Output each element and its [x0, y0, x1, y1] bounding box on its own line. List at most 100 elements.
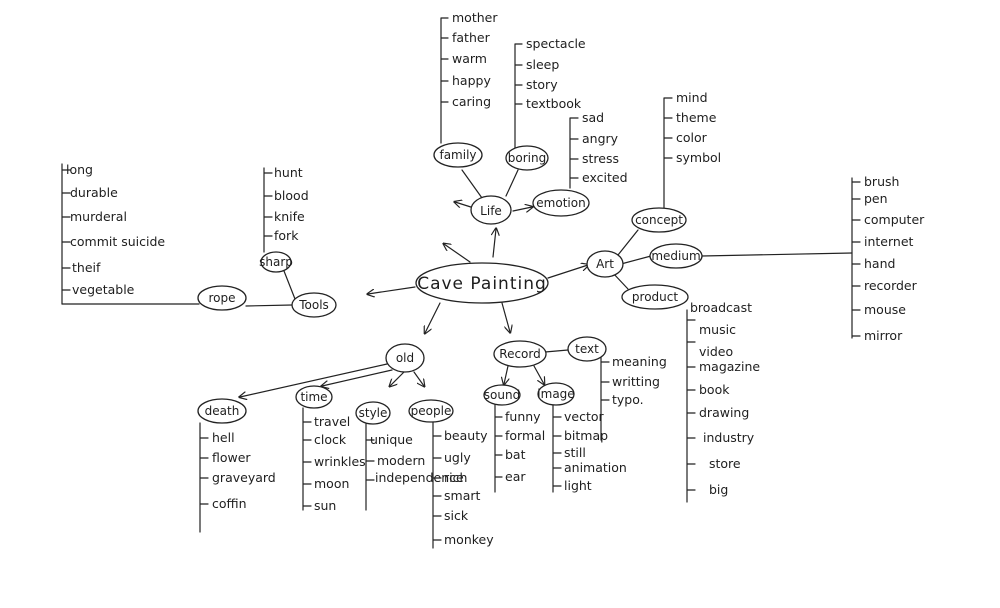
list-item: hell: [212, 430, 235, 445]
svg-text:family: family: [439, 148, 476, 162]
center-connectors: [368, 229, 588, 333]
list-item: stress: [582, 151, 619, 166]
list-item: theif: [72, 260, 101, 275]
list-item: video: [699, 344, 733, 359]
list-item: computer: [864, 212, 925, 227]
list-item: theme: [676, 110, 717, 125]
list-item: durable: [70, 185, 118, 200]
list-item: ear: [505, 469, 526, 484]
svg-text:time: time: [300, 390, 327, 404]
list-item: clock: [314, 432, 347, 447]
list-item: wrinkles: [314, 454, 366, 469]
svg-text:product: product: [632, 290, 678, 304]
list-item: rich: [444, 470, 467, 485]
list-item: color: [676, 130, 708, 145]
rope-list: long durable murderal commit suicide the…: [66, 162, 165, 297]
list-item: symbol: [676, 150, 721, 165]
list-item: happy: [452, 73, 491, 88]
style-list: unique modern independence: [370, 432, 464, 485]
list-item: smart: [444, 488, 480, 503]
node-family: family: [433, 142, 483, 168]
node-tools: Tools: [291, 292, 337, 318]
sound-list: funny formal bat ear: [505, 409, 545, 484]
svg-text:Record: Record: [499, 347, 540, 361]
svg-text:sharp: sharp: [259, 255, 293, 269]
list-item: drawing: [699, 405, 749, 420]
time-list: travel clock wrinkles moon sun: [314, 414, 366, 513]
life-connectors: [440, 17, 579, 211]
text-list: meaning writting typo.: [612, 354, 667, 407]
list-item: hand: [864, 256, 895, 271]
svg-text:image: image: [537, 387, 574, 401]
node-death: death: [197, 398, 247, 424]
list-item: bitmap: [564, 428, 608, 443]
node-life: Life: [470, 195, 512, 225]
list-item: internet: [864, 234, 914, 249]
list-item: moon: [314, 476, 349, 491]
boring-list: spectacle sleep story textbook: [526, 36, 586, 111]
people-list: beauty ugly rich smart sick monkey: [444, 428, 494, 547]
list-item: mind: [676, 90, 708, 105]
list-item: fork: [274, 228, 299, 243]
list-item: flower: [212, 450, 251, 465]
list-item: story: [526, 77, 558, 92]
list-item: pen: [864, 191, 888, 206]
node-rope: rope: [197, 285, 247, 311]
list-item: independence: [375, 470, 464, 485]
list-item: industry: [703, 430, 755, 445]
tools-connectors: [61, 163, 296, 307]
list-item: sad: [582, 110, 604, 125]
list-item: father: [452, 30, 491, 45]
family-list: mother father warm happy caring: [452, 10, 498, 109]
list-item: caring: [452, 94, 491, 109]
list-item: store: [709, 456, 741, 471]
list-item: magazine: [699, 359, 760, 374]
node-art: Art: [586, 250, 624, 278]
list-item: formal: [505, 428, 545, 443]
list-item: excited: [582, 170, 628, 185]
list-item: murderal: [70, 209, 127, 224]
svg-text:medium: medium: [651, 249, 700, 263]
svg-text:Life: Life: [480, 204, 502, 218]
list-item: still: [564, 445, 586, 460]
list-item: coffin: [212, 496, 247, 511]
node-text: text: [567, 336, 607, 362]
svg-text:text: text: [575, 342, 599, 356]
node-emotion: emotion: [532, 189, 590, 217]
svg-text:Tools: Tools: [298, 298, 329, 312]
node-product: product: [621, 284, 689, 310]
list-item: sleep: [526, 57, 559, 72]
list-item: big: [709, 482, 728, 497]
list-item: vector: [564, 409, 605, 424]
list-item: bat: [505, 447, 526, 462]
list-item: animation: [564, 460, 627, 475]
list-item: angry: [582, 131, 619, 146]
node-sound: sound: [483, 384, 521, 406]
list-item: meaning: [612, 354, 667, 369]
svg-text:old: old: [396, 351, 414, 365]
record-connectors: [494, 349, 610, 493]
svg-text:concept: concept: [635, 213, 683, 227]
list-item: commit suicide: [70, 234, 165, 249]
list-item: typo.: [612, 392, 644, 407]
list-item: beauty: [444, 428, 488, 443]
emotion-list: sad angry stress excited: [582, 110, 628, 185]
list-item: travel: [314, 414, 350, 429]
product-list: broadcast music video magazine book draw…: [690, 300, 760, 497]
concept-list: mind theme color symbol: [676, 90, 721, 165]
svg-text:style: style: [359, 406, 388, 420]
svg-text:boring: boring: [508, 151, 546, 165]
list-item: graveyard: [212, 470, 276, 485]
center-node: Cave Painting: [415, 262, 549, 304]
svg-text:death: death: [205, 404, 240, 418]
list-item: vegetable: [72, 282, 135, 297]
list-item: spectacle: [526, 36, 586, 51]
list-item: blood: [274, 188, 309, 203]
list-item: recorder: [864, 278, 918, 293]
list-item: sick: [444, 508, 469, 523]
sharp-list: hunt blood knife fork: [274, 165, 309, 243]
node-sharp: sharp: [259, 251, 293, 273]
svg-text:Art: Art: [596, 257, 614, 271]
svg-text:Cave Painting: Cave Painting: [417, 274, 547, 294]
